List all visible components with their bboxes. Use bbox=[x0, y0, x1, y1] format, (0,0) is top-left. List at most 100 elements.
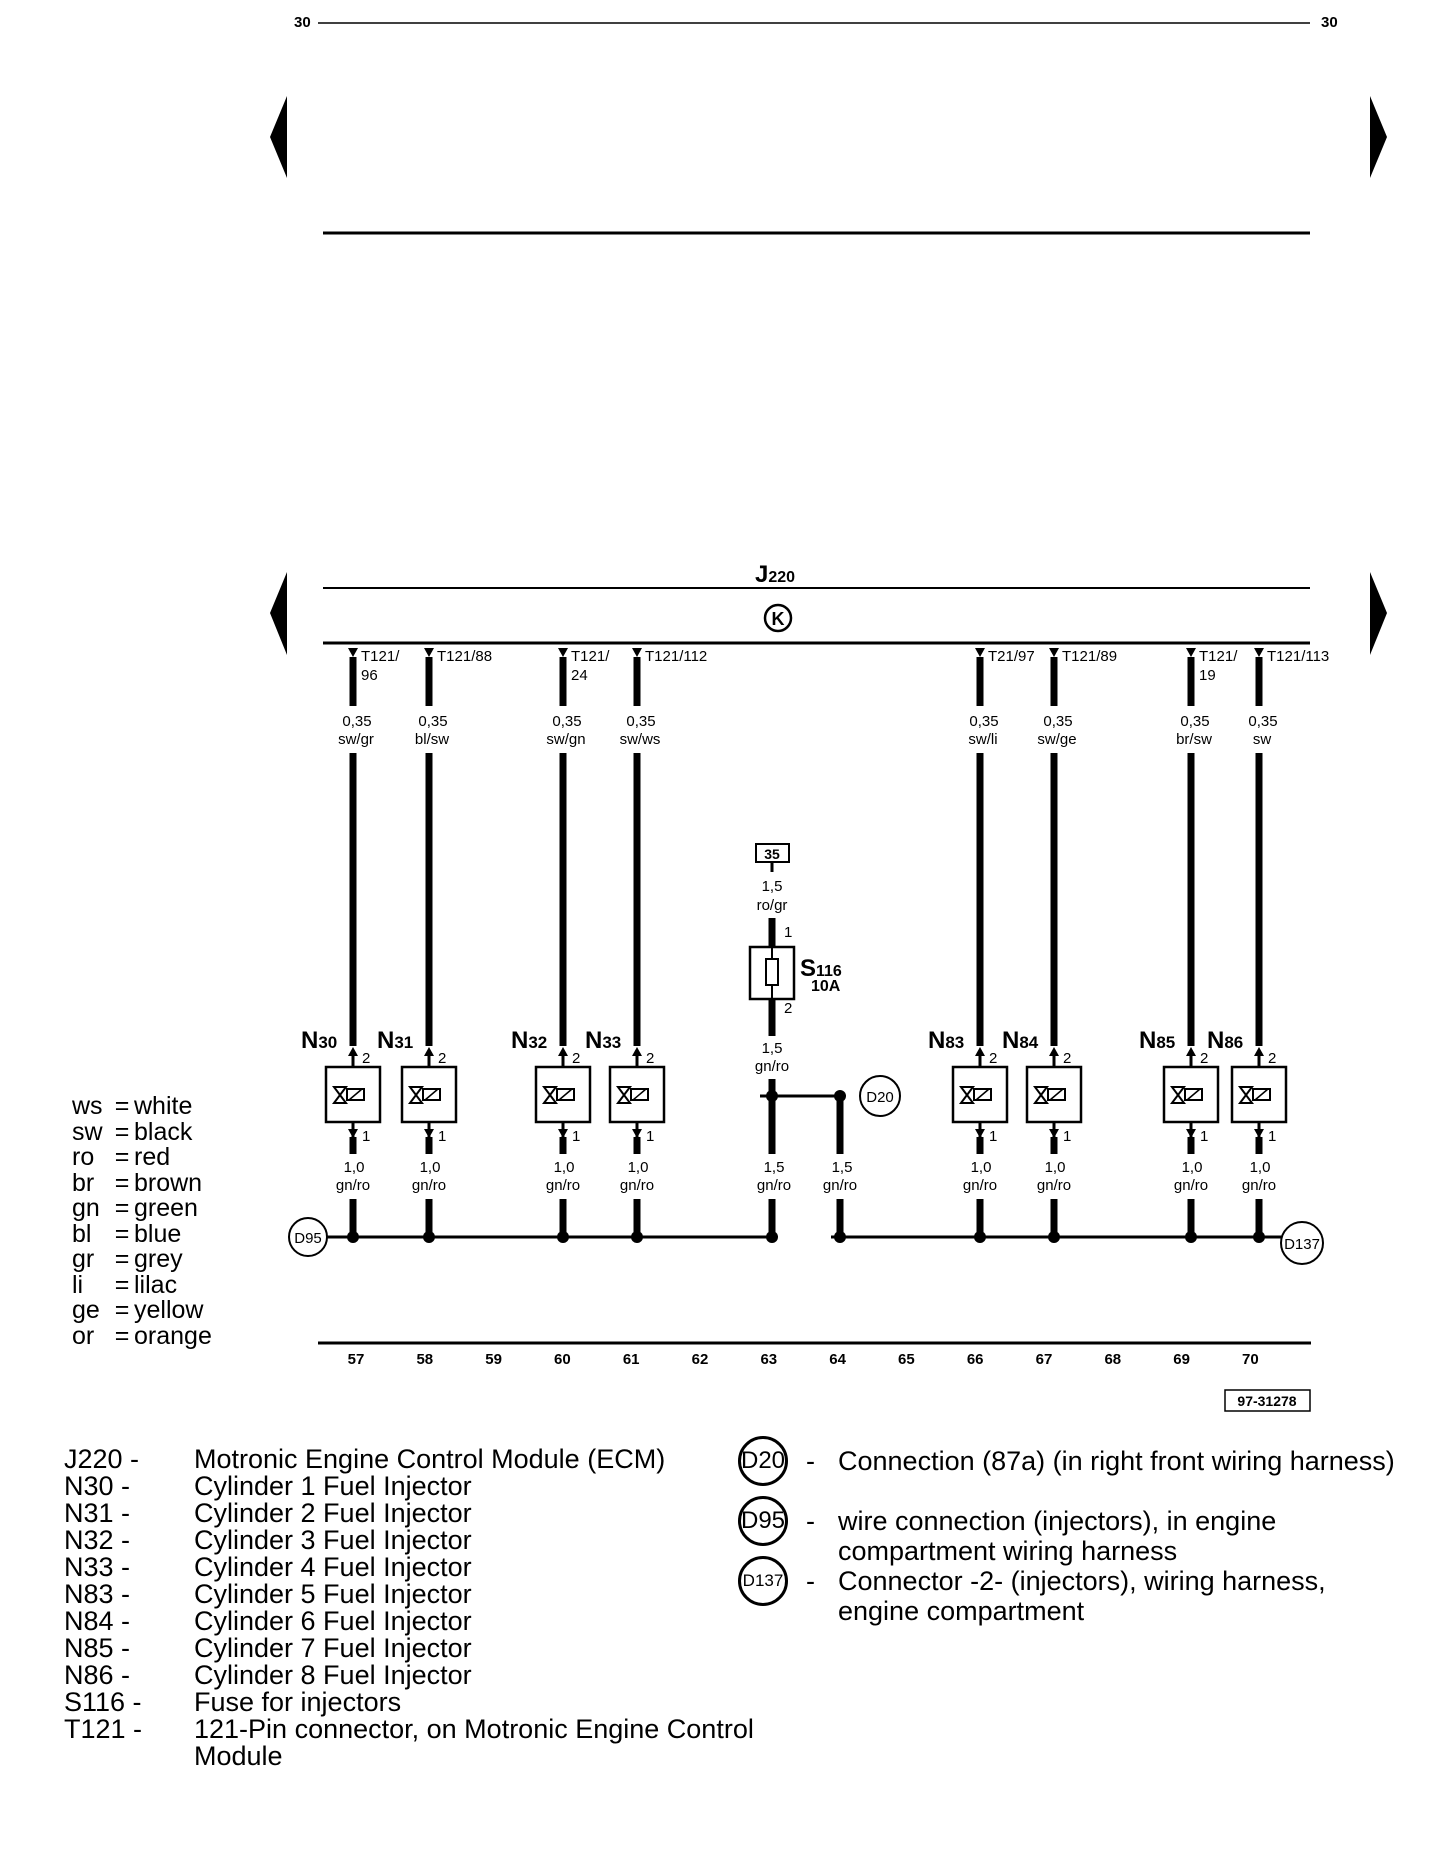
pin-arrow bbox=[1186, 648, 1196, 657]
next-page-arrow-top[interactable] bbox=[1370, 96, 1387, 178]
track-number: 60 bbox=[554, 1351, 571, 1368]
component-code: N84 - bbox=[64, 1606, 131, 1636]
injector-pin-top: 2 bbox=[989, 1050, 997, 1067]
component-code: N86 - bbox=[64, 1660, 131, 1690]
pin-label-line2: 96 bbox=[361, 667, 378, 684]
figure-id: 97-31278 bbox=[1237, 1393, 1296, 1409]
injector-arrow-up bbox=[348, 1047, 358, 1056]
upper-wire-color: bl/sw bbox=[415, 731, 449, 748]
color-code-row: ro=red bbox=[72, 1145, 212, 1171]
connection-dash: - bbox=[806, 1446, 815, 1476]
color-abbr: gr bbox=[72, 1245, 95, 1273]
bus-node bbox=[1185, 1231, 1197, 1243]
color-name: brown bbox=[134, 1168, 203, 1197]
connection-symbol: D20 bbox=[738, 1436, 788, 1486]
component-row: Module bbox=[64, 1743, 754, 1770]
connection-line2: engine compartment bbox=[838, 1596, 1085, 1626]
lower-wire-color: gn/ro bbox=[963, 1177, 997, 1194]
solenoid-valve-icon bbox=[1170, 1086, 1186, 1104]
color-abbr: bl bbox=[72, 1219, 92, 1248]
lower-wire-color: gn/ro bbox=[1174, 1177, 1208, 1194]
injector-arrow-down bbox=[1049, 1129, 1059, 1138]
lower-wire-size: 1,0 bbox=[971, 1159, 992, 1176]
lower-wire-color: gn/ro bbox=[620, 1177, 654, 1194]
injector-label: N84 bbox=[1002, 1027, 1039, 1054]
pin-label: T121/88 bbox=[437, 648, 492, 665]
injector-pin-bottom: 1 bbox=[989, 1128, 997, 1145]
ecm-symbol: K bbox=[772, 609, 785, 629]
upper-wire-color: br/sw bbox=[1176, 731, 1212, 748]
color-eq: = bbox=[114, 1143, 130, 1171]
pin-arrow bbox=[558, 648, 568, 657]
lower-wire-color: gn/ro bbox=[1037, 1177, 1071, 1194]
injector-pin-bottom: 1 bbox=[438, 1128, 446, 1145]
fuse-out-color: gn/ro bbox=[755, 1058, 789, 1075]
component-code: N31 - bbox=[64, 1498, 131, 1528]
injector-label: N31 bbox=[377, 1027, 413, 1054]
injector-arrow-down bbox=[424, 1129, 434, 1138]
pin-label: T121/89 bbox=[1062, 648, 1117, 665]
component-desc: Motronic Engine Control Module (ECM) bbox=[194, 1444, 666, 1474]
color-name: blue bbox=[134, 1219, 182, 1248]
solenoid-valve-icon bbox=[542, 1086, 558, 1104]
lower-wire-color: gn/ro bbox=[412, 1177, 446, 1194]
solenoid-coil-hatch bbox=[1186, 1088, 1201, 1101]
pin-label: T121/ bbox=[361, 648, 400, 665]
lower-wire-size: 1,0 bbox=[1182, 1159, 1203, 1176]
color-name: lilac bbox=[134, 1270, 178, 1299]
lower-wire-color: gn/ro bbox=[336, 1177, 370, 1194]
track-number: 58 bbox=[416, 1351, 433, 1368]
fuse-pin-top: 1 bbox=[784, 924, 792, 941]
fuse-element bbox=[765, 958, 779, 986]
page-number-right: 30 bbox=[1321, 14, 1338, 31]
solenoid-coil-hatch bbox=[1254, 1088, 1269, 1101]
fuse-in-size: 1,5 bbox=[762, 878, 783, 895]
component-row: J220 -Motronic Engine Control Module (EC… bbox=[64, 1446, 754, 1473]
connection-text: Connection (87a) (in right front wiring … bbox=[838, 1446, 1398, 1476]
injector-pin-top: 2 bbox=[1200, 1050, 1208, 1067]
injector-pin-top: 2 bbox=[1063, 1050, 1071, 1067]
connection-line1: Connector -2- (injectors), wiring harnes… bbox=[838, 1566, 1326, 1596]
upper-wire-size: 0,35 bbox=[1248, 713, 1277, 730]
lower-wire-size: 1,0 bbox=[1045, 1159, 1066, 1176]
lower-wire-size: 1,0 bbox=[554, 1159, 575, 1176]
injector-arrow-down bbox=[975, 1129, 985, 1138]
color-name: grey bbox=[134, 1245, 183, 1273]
color-abbr: sw bbox=[72, 1117, 103, 1146]
color-code-row: gn=green bbox=[72, 1196, 212, 1222]
component-desc: Cylinder 6 Fuel Injector bbox=[194, 1606, 472, 1636]
bus-node bbox=[347, 1231, 359, 1243]
upper-wire-color: sw/gr bbox=[338, 731, 374, 748]
injector-arrow-up bbox=[558, 1047, 568, 1056]
injector-label: N33 bbox=[585, 1027, 621, 1054]
right-wire-size: 1,5 bbox=[832, 1159, 853, 1176]
pin-arrow bbox=[348, 648, 358, 657]
center-wire-color: gn/ro bbox=[757, 1177, 791, 1194]
color-abbr: ws bbox=[72, 1092, 103, 1120]
component-desc: Cylinder 8 Fuel Injector bbox=[194, 1660, 472, 1690]
component-code: N30 - bbox=[64, 1471, 131, 1501]
color-abbr: gn bbox=[72, 1194, 100, 1222]
color-abbr: br bbox=[72, 1168, 95, 1197]
bus-node bbox=[557, 1231, 569, 1243]
prev-page-arrow-diagram[interactable] bbox=[270, 572, 287, 655]
upper-wire-size: 0,35 bbox=[1180, 713, 1209, 730]
bus-node bbox=[423, 1231, 435, 1243]
injector-body bbox=[951, 1065, 1009, 1124]
upper-wire-size: 0,35 bbox=[969, 713, 998, 730]
pin-arrow bbox=[1254, 648, 1264, 657]
prev-page-arrow-top[interactable] bbox=[270, 96, 287, 178]
d95-label: D95 bbox=[294, 1230, 322, 1247]
pin-arrow bbox=[975, 648, 985, 657]
color-name: yellow bbox=[134, 1296, 204, 1324]
fuse-pin-bottom: 2 bbox=[784, 1000, 792, 1017]
track-number: 59 bbox=[485, 1351, 502, 1368]
color-name: red bbox=[134, 1143, 171, 1171]
connection-legend: D20-Connection (87a) (in right front wir… bbox=[738, 1436, 1438, 1636]
pin-label: T121/ bbox=[1199, 648, 1238, 665]
next-page-arrow-diagram[interactable] bbox=[1370, 572, 1387, 655]
track-number: 63 bbox=[760, 1351, 777, 1368]
